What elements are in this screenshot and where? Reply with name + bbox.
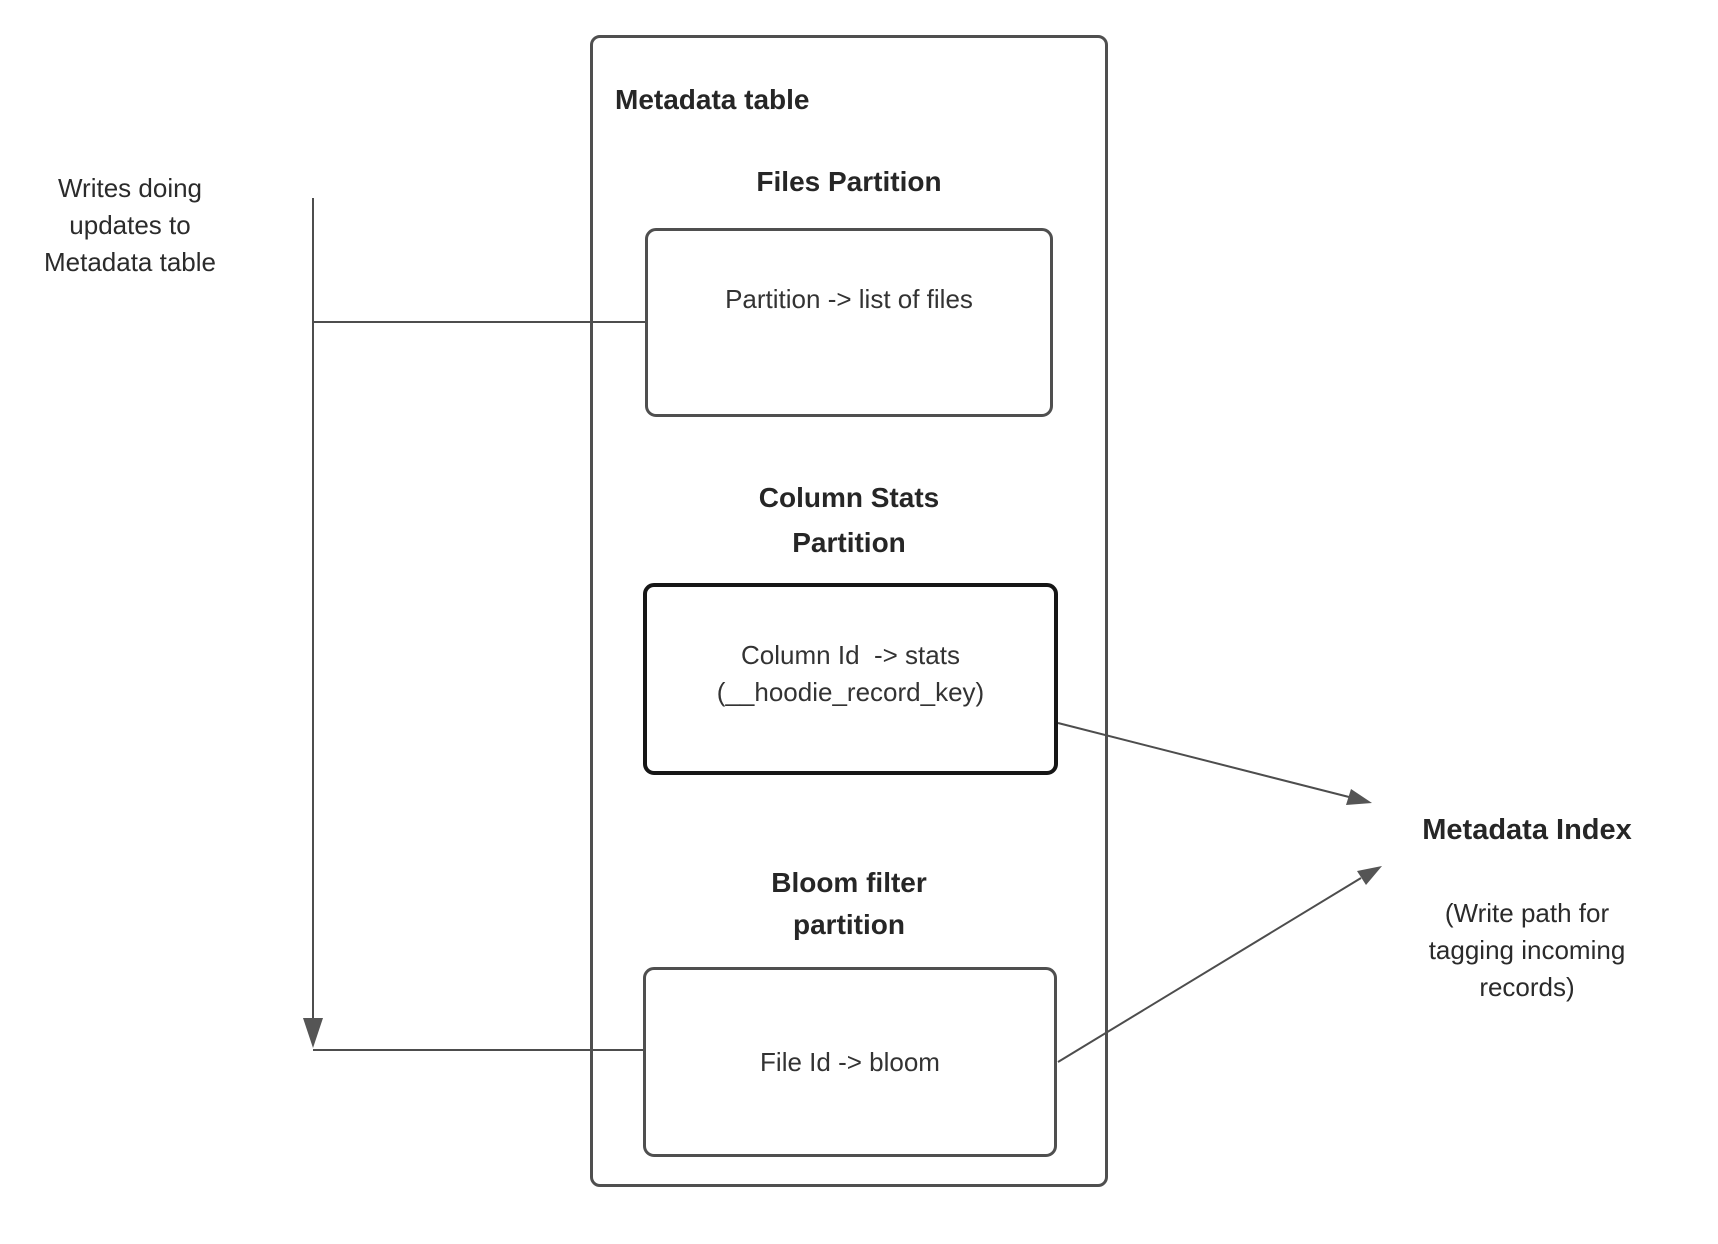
metadata-table-box	[590, 35, 1108, 1187]
stats-to-index-arrowhead-icon	[1346, 789, 1372, 805]
bloom-to-index-arrowhead-icon	[1357, 866, 1382, 885]
bloom-filter-partition-box: File Id -> bloom	[643, 967, 1057, 1157]
metadata-index-title: Metadata Index	[1422, 814, 1632, 846]
metadata-table-title: Metadata table	[615, 84, 810, 115]
bloom-filter-partition-heading: Bloom filter partition	[771, 867, 927, 940]
writes-down-arrowhead-icon	[303, 1018, 323, 1048]
column-stats-partition-heading: Column Stats Partition	[758, 482, 940, 558]
files-partition-box: Partition -> list of files	[645, 228, 1053, 417]
column-stats-partition-box: Column Id -> stats (__hoodie_record_key)	[643, 583, 1058, 775]
files-partition-heading: Files Partition	[756, 166, 942, 197]
metadata-index-subtitle: (Write path for tagging incoming records…	[1428, 898, 1626, 1002]
writes-note: Writes doing updates to Metadata table	[43, 173, 216, 277]
